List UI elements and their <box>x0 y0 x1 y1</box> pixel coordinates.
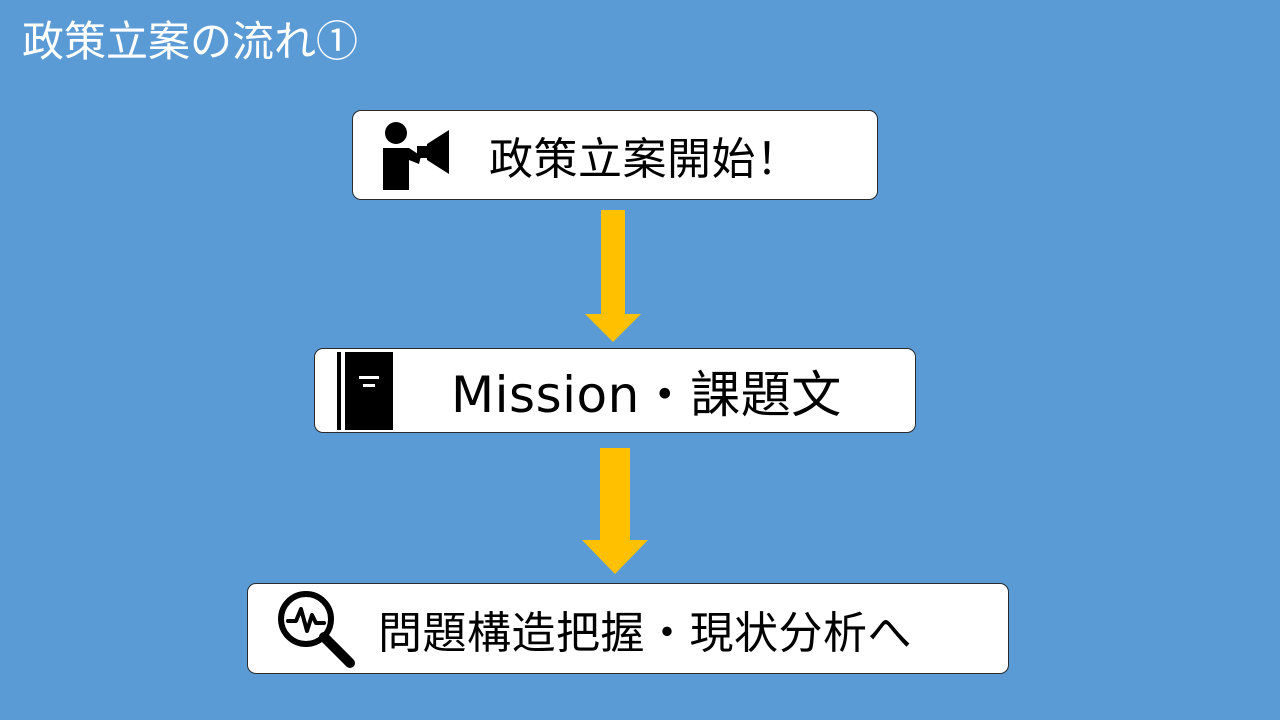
megaphone-speaker-icon <box>379 120 453 190</box>
slide-title: 政策立案の流れ① <box>22 17 359 66</box>
flow-step-start: 政策立案開始！ <box>352 110 878 200</box>
step-label-analysis: 問題構造把握・現状分析へ <box>378 607 912 659</box>
book-icon <box>333 350 397 432</box>
flow-arrow-down-2 <box>582 448 648 574</box>
step-label-start: 政策立案開始！ <box>489 134 801 185</box>
flow-step-analysis: 問題構造把握・現状分析へ <box>247 583 1009 674</box>
magnifier-analysis-icon <box>274 587 358 671</box>
flow-arrow-down-1 <box>585 210 641 342</box>
flow-step-mission: Mission・課題文 <box>314 348 916 433</box>
step-label-mission: Mission・課題文 <box>451 365 842 424</box>
